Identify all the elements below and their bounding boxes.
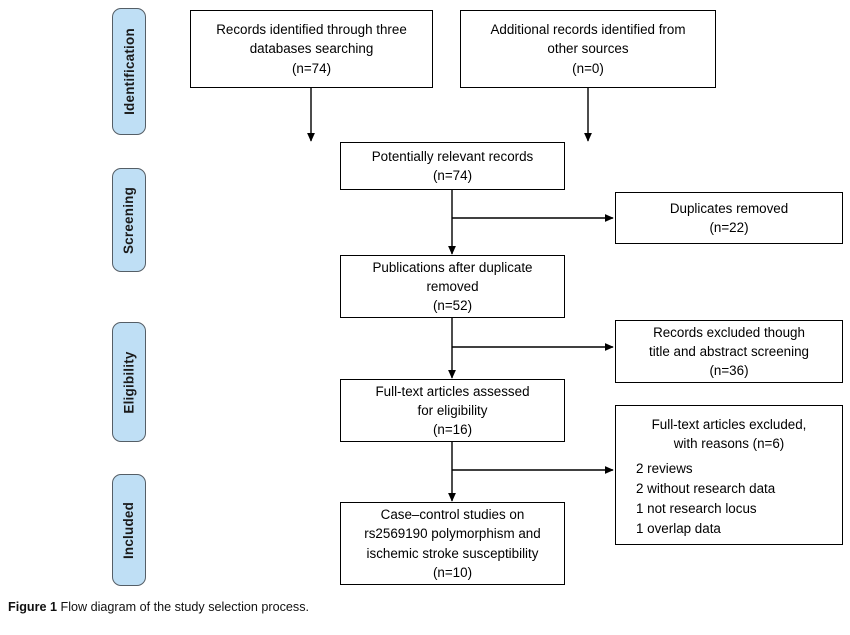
box-publications-after-duplicate-line-3: (n=52) [432,298,473,314]
box-fulltext-assessed: Full-text articles assessed for eligibil… [340,379,565,442]
stage-label-identification-text: Identification [121,28,137,115]
box-fulltext-excluded-head-2: with reasons (n=6) [673,436,785,452]
box-included-studies-line-1: Case–control studies on [380,507,525,523]
stage-label-eligibility: Eligibility [112,322,146,442]
box-publications-after-duplicate-line-2: removed [426,278,479,294]
box-duplicates-removed: Duplicates removed (n=22) [615,192,843,244]
stage-label-included-text: Included [121,501,137,559]
box-additional-records: Additional records identified from other… [460,10,716,88]
box-included-studies: Case–control studies on rs2569190 polymo… [340,502,565,585]
box-additional-records-line-3: (n=0) [572,60,604,76]
box-records-identified-line-3: (n=74) [291,60,332,76]
stage-label-eligibility-text: Eligibility [121,350,137,414]
box-fulltext-excluded-reason-1: 2 reviews [636,461,693,477]
box-fulltext-excluded: Full-text articles excluded, with reason… [615,405,843,545]
box-fulltext-assessed-line-3: (n=16) [432,422,473,438]
box-records-excluded-line-2: title and abstract screening [648,343,810,359]
box-fulltext-excluded-reason-3: 1 not research locus [636,501,757,517]
box-fulltext-assessed-line-1: Full-text articles assessed [375,383,530,399]
box-records-excluded-line-3: (n=36) [709,363,749,379]
box-fulltext-excluded-head-1: Full-text articles excluded, [651,417,807,432]
figure-caption-label: Figure 1 [8,600,57,614]
box-records-identified: Records identified through three databas… [190,10,433,88]
box-publications-after-duplicate: Publications after duplicate removed (n=… [340,255,565,318]
box-additional-records-line-1: Additional records identified from [490,22,686,38]
stage-label-screening-text: Screening [121,186,137,254]
box-fulltext-assessed-line-2: for eligibility [417,402,488,418]
stage-label-included: Included [112,474,146,586]
box-potentially-relevant-records: Potentially relevant records (n=74) [340,142,565,190]
box-records-identified-line-2: databases searching [249,41,374,57]
box-records-excluded-line-1: Records excluded though [653,324,805,340]
box-included-studies-line-4: (n=10) [432,564,473,580]
box-publications-after-duplicate-line-1: Publications after duplicate [372,259,533,275]
box-fulltext-excluded-reason-list: 2 reviews 2 without research data 1 not … [622,459,836,539]
box-duplicates-removed-line-1: Duplicates removed [669,200,789,216]
box-fulltext-excluded-reason-2: 2 without research data [636,481,776,497]
box-records-identified-line-1: Records identified through three [216,22,407,38]
box-fulltext-excluded-reason-4: 1 overlap data [636,521,721,537]
figure-caption-text: Flow diagram of the study selection proc… [60,600,310,614]
box-records-excluded: Records excluded though title and abstra… [615,320,843,383]
stage-label-screening: Screening [112,168,146,272]
box-included-studies-line-3: ischemic stroke susceptibility [366,545,539,561]
stage-label-identification: Identification [112,8,146,135]
box-additional-records-line-2: other sources [547,41,629,57]
figure-caption: Figure 1 Flow diagram of the study selec… [8,600,309,614]
box-potentially-relevant-records-line-1: Potentially relevant records [371,148,534,164]
box-included-studies-line-2: rs2569190 polymorphism and [364,526,541,542]
box-potentially-relevant-records-line-2: (n=74) [432,168,473,183]
box-duplicates-removed-line-2: (n=22) [709,220,749,235]
